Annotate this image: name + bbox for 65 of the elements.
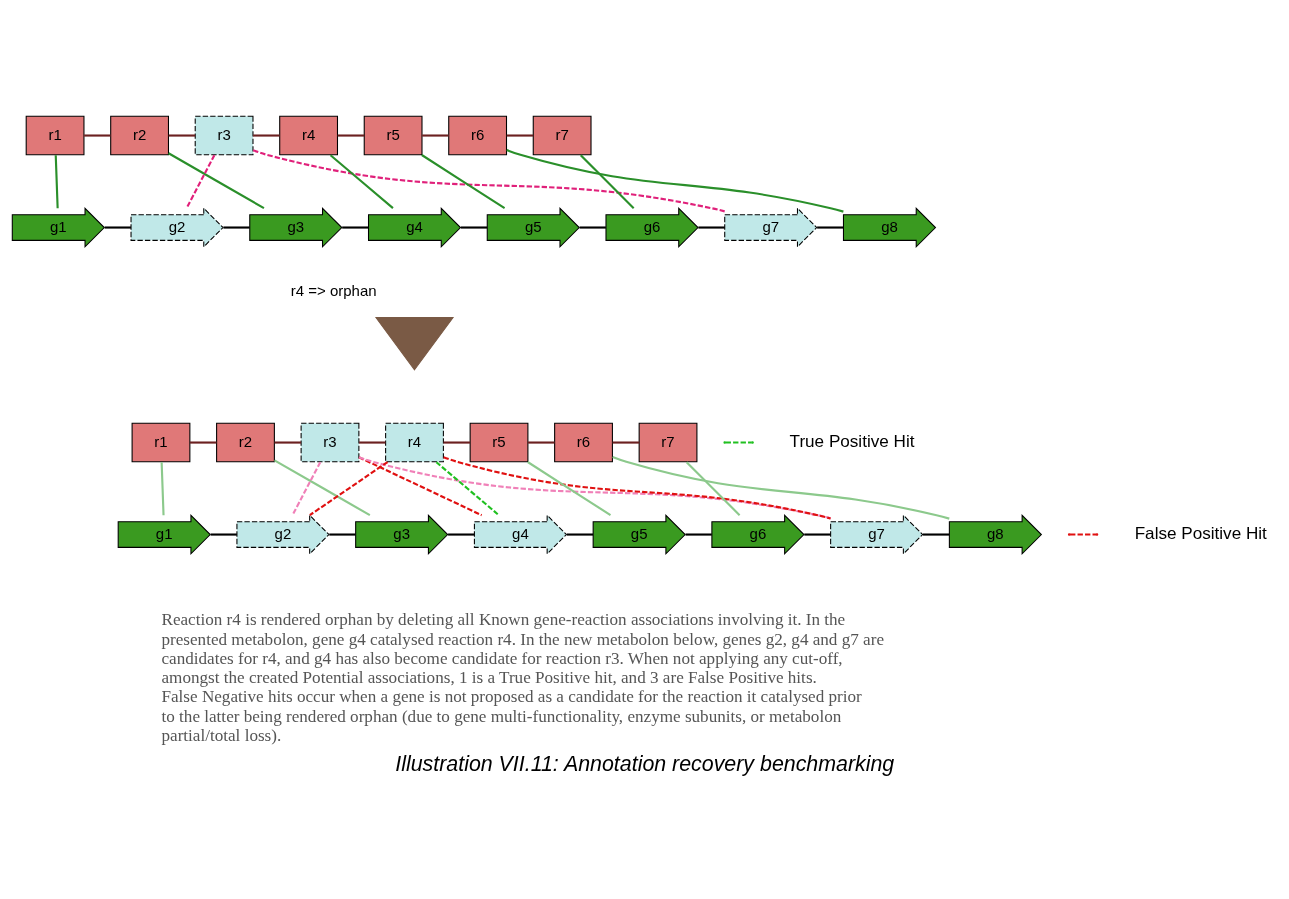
connector bbox=[443, 441, 470, 444]
connector bbox=[190, 441, 217, 444]
connector bbox=[421, 154, 506, 209]
connector bbox=[185, 154, 216, 209]
connector bbox=[443, 456, 831, 520]
connector bbox=[506, 134, 534, 137]
connector bbox=[84, 134, 111, 137]
connector bbox=[580, 154, 635, 209]
node-box: r4 bbox=[385, 422, 444, 463]
connector bbox=[698, 226, 725, 229]
node-box: r1 bbox=[131, 422, 191, 463]
connector bbox=[253, 134, 280, 137]
legend-label: True Positive Hit bbox=[789, 431, 915, 451]
legend-label: False Positive Hit bbox=[1134, 523, 1267, 543]
node-box: r6 bbox=[554, 422, 613, 463]
connector bbox=[528, 441, 555, 444]
label: Reaction r4 is rendered orphan by deleting all Known gene-reaction associations involving it. In the presented metabolon, gene g4 catalysed reaction r4. In the new metabolon below, genes g2, g4 and g7 are candidates for r4, and g4 has also become candidate for reaction r3. When not applying any cut-off, amongst the created Potential associations, 1 is a True Positive hit, and 3 are False Positive hits. False Negative hits occur when a gene is not proposed as a candidate for the reaction it catalysed prior to the latter being rendered orphan (due to gene multi-functionality, enzyme subunits, or metabolon partial/total loss). bbox=[161, 610, 884, 745]
connector bbox=[527, 461, 612, 516]
connector bbox=[612, 456, 950, 520]
connector bbox=[506, 149, 844, 213]
connector bbox=[422, 134, 449, 137]
connector bbox=[309, 461, 389, 516]
connector bbox=[566, 533, 594, 536]
node-box: r4 bbox=[279, 115, 339, 156]
connector bbox=[460, 226, 488, 229]
node-label: r4 => orphan bbox=[290, 282, 377, 300]
connector bbox=[923, 533, 950, 536]
connector bbox=[291, 461, 322, 516]
node-box: r2 bbox=[110, 115, 169, 156]
node-box: r5 bbox=[363, 115, 423, 156]
connector bbox=[804, 533, 831, 536]
node-box: r3 bbox=[194, 115, 254, 156]
connector bbox=[273, 459, 371, 517]
connector bbox=[210, 533, 237, 536]
node-arrow bbox=[374, 317, 455, 371]
node-box: r5 bbox=[469, 422, 529, 463]
connector bbox=[612, 441, 639, 444]
connector bbox=[435, 461, 500, 516]
connector bbox=[358, 456, 483, 517]
connector bbox=[817, 226, 844, 229]
connector bbox=[579, 226, 606, 229]
connector bbox=[685, 461, 741, 516]
node-box: r6 bbox=[448, 115, 508, 156]
connector bbox=[168, 152, 265, 210]
connector bbox=[160, 462, 165, 516]
connector bbox=[252, 149, 725, 213]
connector bbox=[329, 154, 394, 209]
node-box: r7 bbox=[638, 422, 698, 463]
node-box: r1 bbox=[25, 115, 85, 156]
node-box: r7 bbox=[532, 115, 592, 156]
connector bbox=[342, 226, 369, 229]
connector bbox=[329, 533, 356, 536]
connector bbox=[54, 155, 59, 209]
node-box: r3 bbox=[300, 422, 360, 463]
connector bbox=[168, 134, 196, 137]
connector bbox=[337, 134, 365, 137]
connector bbox=[448, 533, 475, 536]
connector bbox=[223, 226, 250, 229]
node-box: r2 bbox=[216, 422, 275, 463]
connector bbox=[359, 441, 386, 444]
connector bbox=[104, 226, 131, 229]
connector bbox=[358, 456, 831, 520]
connector bbox=[685, 533, 712, 536]
connector bbox=[274, 441, 301, 444]
caption: Illustration VII.11: Annotation recovery benchmarking bbox=[395, 751, 895, 776]
